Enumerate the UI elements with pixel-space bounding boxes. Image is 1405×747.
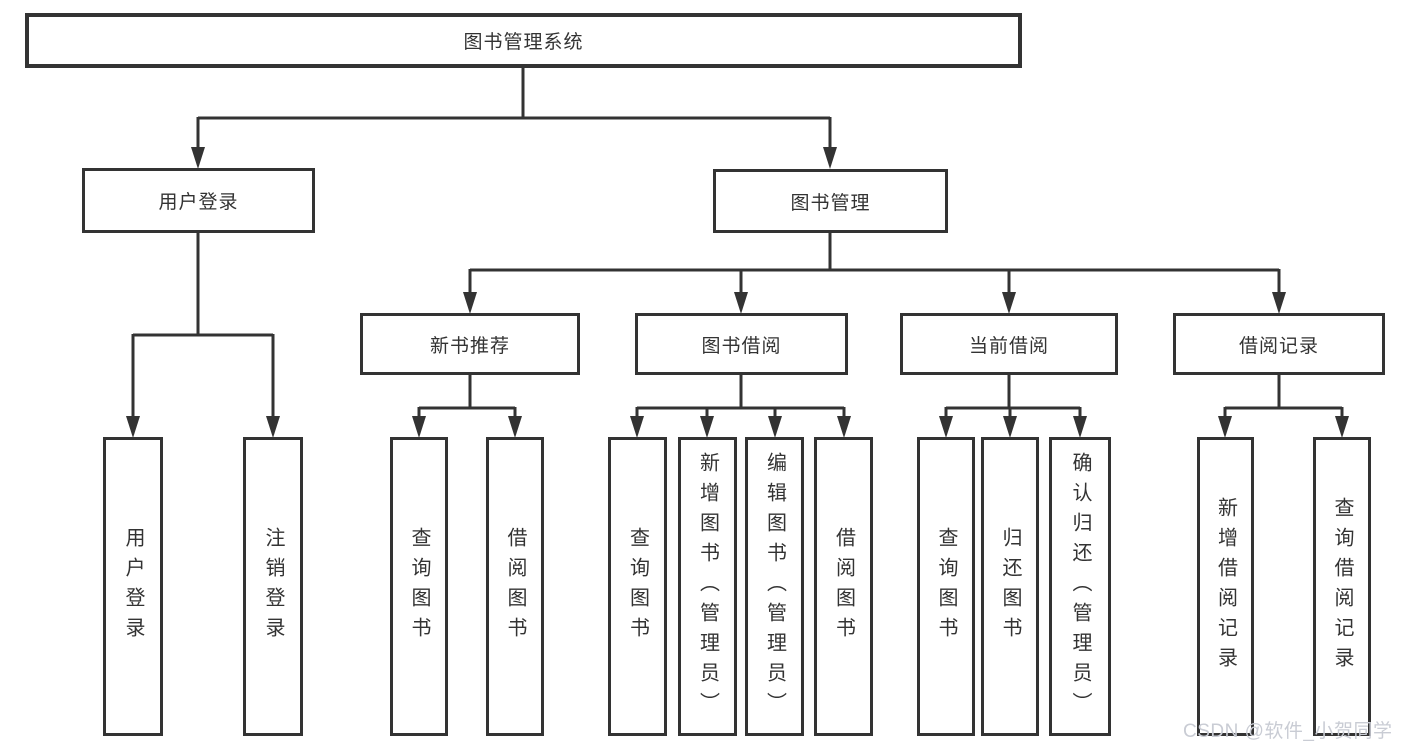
leaf-query-borrow-record: 查询借阅记录 bbox=[1313, 437, 1371, 736]
leaf-add-books-admin-label: 新增图书（管理员） bbox=[696, 451, 719, 722]
leaf-borrow-books: 借阅图书 bbox=[814, 437, 873, 736]
leaf-edit-books-admin: 编辑图书（管理员） bbox=[745, 437, 804, 736]
leaf-borrow-query-books: 查询图书 bbox=[608, 437, 667, 736]
node-new-book-recommend: 新书推荐 bbox=[360, 313, 580, 375]
leaf-return-books: 归还图书 bbox=[981, 437, 1039, 736]
leaf-user-login-label: 用户登录 bbox=[122, 526, 144, 647]
leaf-query-borrow-record-label: 查询借阅记录 bbox=[1331, 496, 1353, 677]
leaf-add-borrow-record-label: 新增借阅记录 bbox=[1214, 496, 1237, 677]
leaf-add-borrow-record: 新增借阅记录 bbox=[1197, 437, 1254, 736]
leaf-return-books-label: 归还图书 bbox=[999, 526, 1021, 647]
leaf-edit-books-admin-label: 编辑图书（管理员） bbox=[763, 451, 786, 722]
leaf-borrow-books-label: 借阅图书 bbox=[832, 526, 855, 647]
node-book-management: 图书管理 bbox=[713, 169, 948, 233]
leaf-user-login: 用户登录 bbox=[103, 437, 163, 736]
leaf-logout-login-label: 注销登录 bbox=[262, 526, 284, 647]
leaf-recommend-borrow-books: 借阅图书 bbox=[486, 437, 544, 736]
node-book-borrow: 图书借阅 bbox=[635, 313, 848, 375]
leaf-confirm-return-admin: 确认归还（管理员） bbox=[1049, 437, 1111, 736]
leaf-borrow-query-books-label: 查询图书 bbox=[626, 526, 649, 647]
csdn-watermark: CSDN @软件_小贺同学 bbox=[1183, 721, 1393, 742]
leaf-current-query-books-label: 查询图书 bbox=[935, 526, 957, 647]
node-user-login: 用户登录 bbox=[82, 168, 315, 233]
leaf-recommend-borrow-books-label: 借阅图书 bbox=[504, 526, 526, 647]
node-library-management-system: 图书管理系统 bbox=[25, 13, 1022, 68]
node-borrow-records: 借阅记录 bbox=[1173, 313, 1385, 375]
leaf-recommend-query-books-label: 查询图书 bbox=[408, 526, 430, 647]
node-current-borrow: 当前借阅 bbox=[900, 313, 1118, 375]
leaf-current-query-books: 查询图书 bbox=[917, 437, 975, 736]
leaf-confirm-return-admin-label: 确认归还（管理员） bbox=[1069, 451, 1091, 722]
leaf-recommend-query-books: 查询图书 bbox=[390, 437, 448, 736]
leaf-logout-login: 注销登录 bbox=[243, 437, 303, 736]
leaf-add-books-admin: 新增图书（管理员） bbox=[678, 437, 737, 736]
